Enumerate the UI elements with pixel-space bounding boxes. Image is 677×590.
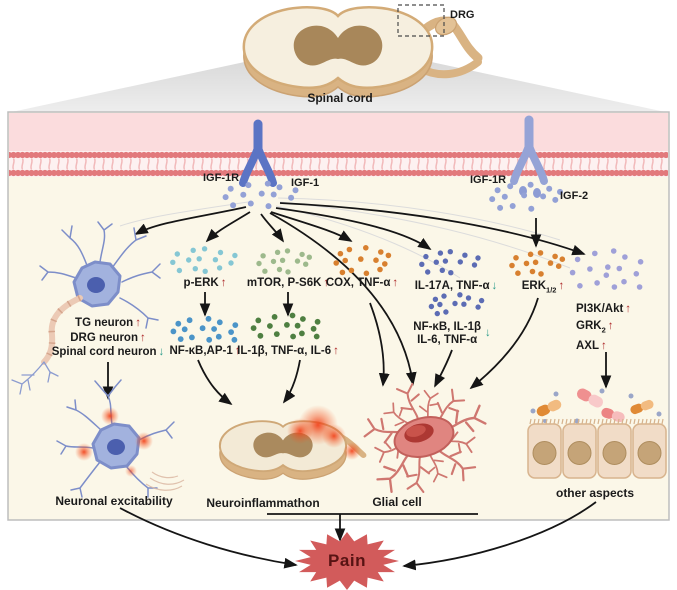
il17a-downstream-label: NF-κB, IL-1β IL-6, TNF-α ↓ (413, 321, 491, 346)
pi3k-line: PI3K/Akt↑ (576, 303, 632, 315)
arrow-erk-to-glial (469, 297, 539, 390)
arrow-excitability-to-pain (119, 507, 298, 569)
il17a-label: IL-17A, TNF-α↓ (414, 280, 498, 292)
arrow-nfkb-to-inflammation (197, 359, 233, 406)
arrow-il17a-to-glial (434, 349, 453, 388)
arrow-cox-to-glial (369, 302, 390, 387)
erk12-label: ERK1/2↑ (521, 280, 565, 295)
neuronal-excitability-label: Neuronal excitability (55, 494, 173, 508)
epithelial-cells (527, 423, 667, 479)
spinal-cord-illustration (242, 4, 483, 98)
arrow-to-mtor (260, 213, 285, 243)
nfkb-ap1-label: NF-κB,AP-1↑ (169, 345, 241, 357)
excitability-neuron-illustration (56, 379, 185, 498)
other-aspects-label: other aspects (555, 486, 635, 500)
neuron-illustration (11, 221, 161, 395)
spinal-cord-neuron-line: Spinal cord neuron↓ (51, 346, 165, 358)
arrow-to-il17a (275, 207, 432, 251)
membrane-band (9, 113, 668, 151)
pain-starburst (295, 532, 399, 590)
arrow-to-perk (205, 211, 251, 243)
il1b-label: IL-1β, TNF-α, IL-6↑ (237, 345, 339, 357)
axon-myelin (41, 295, 83, 365)
lipid-bilayer (9, 151, 668, 177)
arrow-to-neuron (134, 206, 247, 235)
arrow-to-pi3k (279, 202, 586, 256)
drg-ganglion (434, 16, 458, 36)
arrow-aspects-to-pain (402, 501, 597, 571)
tg-neuron-line: TG neuron↑ (75, 317, 141, 329)
drg-dashed-box (397, 4, 445, 37)
glial-cell-illustration (363, 382, 487, 494)
axon-terminal (11, 361, 59, 395)
grk2-line: GRK2↑ (576, 320, 614, 335)
pain-label: Pain (328, 550, 366, 570)
arrow-hub-to-glial (269, 212, 417, 386)
igf1r-left-label: IGF-1R (203, 172, 240, 184)
igf1r-receptor-left (239, 119, 277, 187)
arrow-layer (102, 202, 612, 571)
drg-neuron-line: DRG neuron↑ (70, 331, 146, 344)
pills (530, 388, 662, 424)
molecule-dot-clusters (170, 180, 644, 343)
feather-detail (145, 471, 185, 491)
cox-label: COX, TNF-α↑ (325, 277, 399, 289)
igf2-label: IGF-2 (560, 190, 589, 202)
igf1r-receptor-right (510, 115, 548, 185)
axl-line: AXL↑ (576, 340, 607, 353)
neuroinflammation-label: Neuroinflammathon (206, 496, 320, 510)
drg-label: DRG (450, 9, 475, 21)
perk-label: p-ERK↑ (183, 277, 227, 289)
other-aspects-illustration (527, 388, 667, 479)
glial-cell-label: Glial cell (372, 495, 422, 509)
mtor-label: mTOR, P-S6K↑ (246, 277, 330, 289)
pi3k-axl-block: PI3K/Akt↑ GRK2↑ AXL↑ (576, 301, 631, 355)
igf1r-right-label: IGF-1R (470, 174, 507, 186)
neuron-effects-block: TG neuron↑ DRG neuron↑ Spinal cord neuro… (18, 316, 198, 360)
arrow-il1b-to-inflammation (282, 359, 301, 404)
neuroinflammation-illustration (218, 405, 367, 480)
arrow-to-cox (270, 211, 353, 242)
spinal-cord-label: Spinal cord (307, 91, 373, 105)
igf1-label: IGF-1 (291, 177, 320, 189)
